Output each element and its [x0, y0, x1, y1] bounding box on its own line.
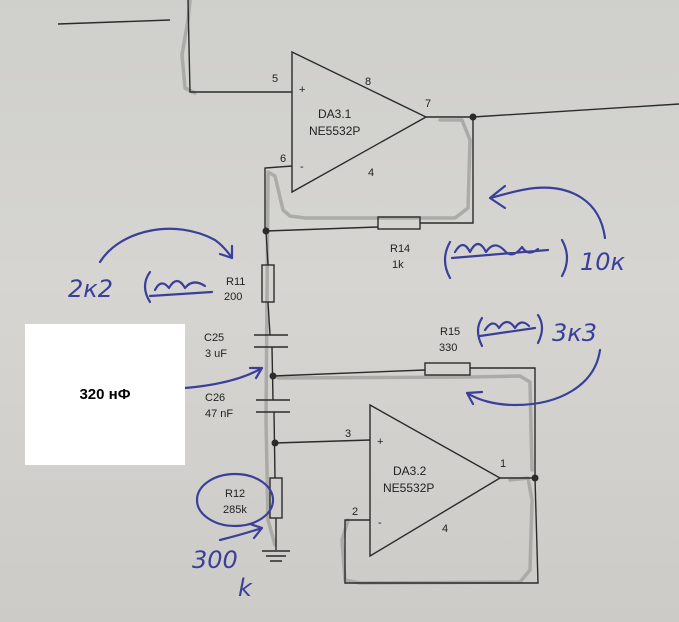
da32-ref: DA3.2: [393, 464, 427, 478]
c26-ref: C26: [205, 392, 225, 404]
ink-arrow-r14: [488, 184, 607, 240]
r11-ref: R11: [226, 276, 245, 288]
wire-r14-left: [265, 226, 379, 232]
ink-circle-r12: [195, 472, 275, 528]
r15-ref: R15: [440, 326, 460, 338]
wire-r15-node: [272, 369, 426, 377]
c26-value: 47 nF: [205, 408, 233, 420]
ink-r15-new-value: 3к3: [552, 319, 597, 347]
da32-part: NE5532P: [383, 481, 434, 495]
da32-plus-sign: +: [377, 436, 383, 448]
da31-ref: DA3.1: [318, 107, 352, 121]
da31-pin7: 7: [425, 98, 431, 110]
pencil-trace-left: [264, 173, 277, 547]
ink-scribble-r14: [450, 242, 550, 260]
da32-pin4: 4: [442, 523, 448, 535]
ink-r11-new-value: 2к2: [68, 275, 113, 303]
wire-pin6: [264, 165, 293, 231]
ink-paren-right-r15: [536, 313, 544, 345]
r12-value: 285k: [223, 504, 247, 516]
opamp-da32: + - DA3.2 NE5532P 3 2 1 4: [345, 403, 506, 558]
da31-pin6: 6: [280, 153, 286, 165]
da31-pin5: 5: [272, 73, 278, 85]
wire-da32-out: [344, 477, 539, 584]
r15-value: 330: [439, 342, 457, 354]
wire-pin3: [274, 439, 371, 444]
ink-paren-left-r11: [143, 270, 152, 304]
da31-pin8: 8: [365, 76, 371, 88]
ink-r12-new-value: 300: [192, 546, 238, 574]
da32-pin3: 3: [345, 428, 351, 440]
capacitor-c25: [254, 334, 288, 348]
ground-symbol: [262, 550, 290, 562]
wire-feedback-1: [420, 117, 474, 224]
r11-value: 200: [224, 291, 242, 303]
junction-dot-r14: [262, 227, 270, 235]
wire-da31-out: [426, 103, 679, 118]
ink-r14-new-value: 10к: [580, 248, 626, 276]
wire-input: [187, 0, 292, 93]
ink-paren-left-r14: [443, 240, 452, 280]
junction-dot-pin3: [271, 439, 279, 447]
da32-pin1: 1: [500, 458, 506, 470]
ink-annotations: 10к 2к2 3к3 300 k: [68, 184, 626, 602]
ink-arrow-r15: [465, 348, 602, 407]
opamp-da31: + - DA3.1 NE5532P 5 6 7 8 4: [272, 50, 431, 194]
r12-ref: R12: [225, 488, 245, 500]
pencil-trace-r15: [276, 374, 534, 472]
c25-ref: C25: [204, 332, 224, 344]
da31-plus-sign: +: [299, 84, 305, 96]
ink-arrow-r12: [218, 522, 264, 542]
pencil-trace-feedback-2: [340, 476, 534, 585]
resistor-r12: [269, 477, 283, 519]
da32-minus-sign: -: [378, 517, 382, 529]
da31-pin4: 4: [368, 167, 374, 179]
note-box: 320 нФ: [25, 324, 185, 465]
ink-arrow-c25: [183, 366, 264, 390]
ink-scribble-r11: [148, 279, 214, 298]
c25-value: 3 uF: [205, 348, 227, 360]
capacitor-c26: [256, 399, 290, 413]
junction-dot-out2: [531, 474, 539, 482]
ink-paren-left-r15: [476, 316, 484, 348]
resistor-r14: [377, 216, 421, 230]
da32-pin2: 2: [352, 506, 358, 518]
da31-minus-sign: -: [300, 161, 304, 173]
wire-r15-right: [470, 367, 536, 478]
da31-part: NE5532P: [309, 124, 360, 138]
wire-r11-c25: [267, 301, 271, 336]
junction-dot-r15: [269, 372, 277, 380]
note-text: 320 нФ: [79, 386, 131, 403]
ink-arrow-r11: [98, 227, 234, 264]
wire-top-line: [57, 19, 171, 25]
r14-value: 1k: [392, 259, 404, 271]
junction-dot-out1: [469, 113, 477, 121]
resistor-r15: [424, 362, 471, 376]
ink-paren-right-r14: [560, 238, 569, 278]
ink-scribble-r15: [478, 320, 537, 338]
pencil-trace-feedback-1: [266, 118, 472, 220]
wire-mid: [265, 230, 269, 266]
r14-ref: R14: [390, 243, 410, 255]
resistor-r11: [261, 264, 275, 303]
ink-r12-new-unit: k: [238, 574, 253, 602]
